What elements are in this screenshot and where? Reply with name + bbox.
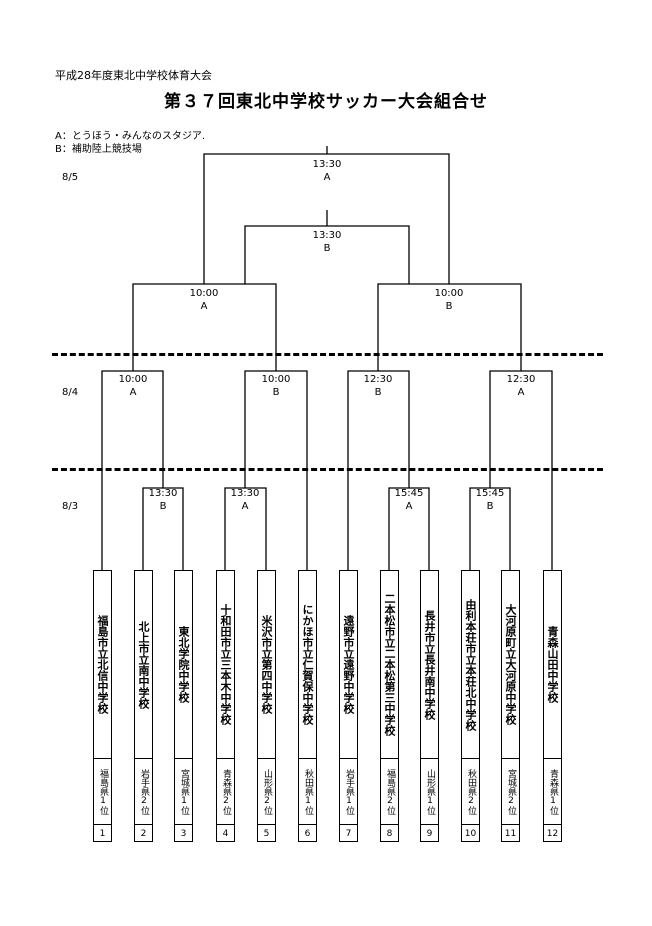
team-box-12: 青森山田中学校 青森県1位 12 — [543, 570, 562, 842]
team-prefecture-rank: 山形県1位 — [421, 758, 438, 825]
match-sf1: 10:00 A — [179, 287, 229, 313]
team-name: 遠野市立遠野中学校 — [342, 615, 355, 714]
team-name: 由利本荘市立本荘北中学校 — [464, 598, 477, 731]
team-number: 5 — [258, 824, 275, 843]
team-prefecture-rank: 青森県2位 — [217, 758, 234, 825]
match-qf4: 12:30 A — [496, 373, 546, 399]
match-sf2: 10:00 B — [424, 287, 474, 313]
match-qf2: 10:00 B — [251, 373, 301, 399]
team-name: 長井市立長井南中学校 — [423, 609, 436, 720]
team-prefecture-rank: 宮城県2位 — [502, 758, 519, 825]
match-venue: B — [323, 243, 331, 254]
team-box-11: 大河原町立大河原中学校 宮城県2位 11 — [501, 570, 520, 842]
match-r1b: 13:30 A — [220, 487, 270, 513]
venue-b-legend: B：補助陸上競技場 — [55, 144, 142, 155]
team-box-1: 福島市立北信中学校 福島県1位 1 — [93, 570, 112, 842]
match-time: 15:45 — [475, 488, 505, 499]
team-box-2: 北上市立南中学校 岩手県2位 2 — [134, 570, 153, 842]
team-name: 青森山田中学校 — [546, 626, 559, 703]
team-name: にかほ市立仁賀保中学校 — [301, 604, 314, 725]
team-name: 東北学院中学校 — [177, 626, 190, 703]
team-box-8: 二本松市立二本松第三中学校 福島県2位 8 — [380, 570, 399, 842]
match-third-place: 13:30 B — [302, 229, 352, 255]
team-box-3: 東北学院中学校 宮城県1位 3 — [174, 570, 193, 842]
match-qf1: 10:00 A — [108, 373, 158, 399]
match-venue: B — [486, 501, 494, 512]
date-label-8-4: 8/4 — [62, 387, 79, 398]
match-time: 13:30 — [312, 230, 342, 241]
match-qf3: 12:30 B — [353, 373, 403, 399]
day-divider-upper — [52, 353, 603, 356]
match-r1a: 13:30 B — [138, 487, 188, 513]
team-prefecture-rank: 青森県1位 — [544, 758, 561, 825]
team-number: 1 — [94, 824, 111, 843]
venue-a-legend: A：とうほう・みんなのスタジア. — [55, 131, 206, 142]
team-prefecture-rank: 秋田県1位 — [299, 758, 316, 825]
bracket-line-qf3 — [347, 370, 410, 570]
match-venue: B — [272, 387, 280, 398]
team-name: 米沢市立第四中学校 — [260, 615, 273, 714]
team-box-5: 米沢市立第四中学校 山形県2位 5 — [257, 570, 276, 842]
match-time: 10:00 — [434, 288, 464, 299]
match-time: 10:00 — [189, 288, 219, 299]
team-number: 8 — [381, 824, 398, 843]
match-time: 10:00 — [261, 374, 291, 385]
match-r1d: 15:45 B — [465, 487, 515, 513]
team-name: 十和田市立三本木中学校 — [219, 604, 232, 725]
match-venue: A — [129, 387, 137, 398]
match-time: 15:45 — [394, 488, 424, 499]
team-box-10: 由利本荘市立本荘北中学校 秋田県2位 10 — [461, 570, 480, 842]
match-venue: A — [323, 172, 331, 183]
team-prefecture-rank: 秋田県2位 — [462, 758, 479, 825]
day-divider-lower — [52, 468, 603, 471]
match-time: 13:30 — [230, 488, 260, 499]
match-venue: A — [200, 301, 208, 312]
match-venue: A — [405, 501, 413, 512]
match-venue: A — [241, 501, 249, 512]
team-number: 12 — [544, 824, 561, 843]
bracket-line-qf4 — [489, 370, 553, 570]
match-time: 12:30 — [506, 374, 536, 385]
team-number: 11 — [502, 824, 519, 843]
bracket-line-qf2 — [244, 370, 308, 570]
team-prefecture-rank: 山形県2位 — [258, 758, 275, 825]
match-final: 13:30 A — [302, 158, 352, 184]
team-number: 9 — [421, 824, 438, 843]
team-box-4: 十和田市立三本木中学校 青森県2位 4 — [216, 570, 235, 842]
match-r1c: 15:45 A — [384, 487, 434, 513]
match-time: 13:30 — [148, 488, 178, 499]
team-name: 福島市立北信中学校 — [96, 615, 109, 714]
team-number: 10 — [462, 824, 479, 843]
team-number: 6 — [299, 824, 316, 843]
event-header: 平成28年度東北中学校体育大会 — [55, 69, 212, 82]
team-number: 3 — [175, 824, 192, 843]
team-number: 2 — [135, 824, 152, 843]
team-name: 大河原町立大河原中学校 — [504, 604, 517, 725]
match-venue: B — [159, 501, 167, 512]
team-prefecture-rank: 宮城県1位 — [175, 758, 192, 825]
team-number: 4 — [217, 824, 234, 843]
team-box-9: 長井市立長井南中学校 山形県1位 9 — [420, 570, 439, 842]
team-name: 二本松市立二本松第三中学校 — [383, 593, 396, 736]
match-venue: B — [374, 387, 382, 398]
team-prefecture-rank: 福島県1位 — [94, 758, 111, 825]
team-prefecture-rank: 福島県2位 — [381, 758, 398, 825]
match-venue: B — [445, 301, 453, 312]
date-label-8-3: 8/3 — [62, 501, 79, 512]
team-box-7: 遠野市立遠野中学校 岩手県1位 7 — [339, 570, 358, 842]
page-title: 第３７回東北中学校サッカー大会組合せ — [164, 92, 488, 112]
bracket-line-qf1 — [101, 370, 164, 570]
team-box-6: にかほ市立仁賀保中学校 秋田県1位 6 — [298, 570, 317, 842]
match-venue: A — [517, 387, 525, 398]
team-name: 北上市立南中学校 — [137, 620, 150, 709]
team-prefecture-rank: 岩手県2位 — [135, 758, 152, 825]
team-number: 7 — [340, 824, 357, 843]
date-label-8-5: 8/5 — [62, 172, 79, 183]
team-prefecture-rank: 岩手県1位 — [340, 758, 357, 825]
match-time: 13:30 — [312, 159, 342, 170]
match-time: 10:00 — [118, 374, 148, 385]
match-time: 12:30 — [363, 374, 393, 385]
